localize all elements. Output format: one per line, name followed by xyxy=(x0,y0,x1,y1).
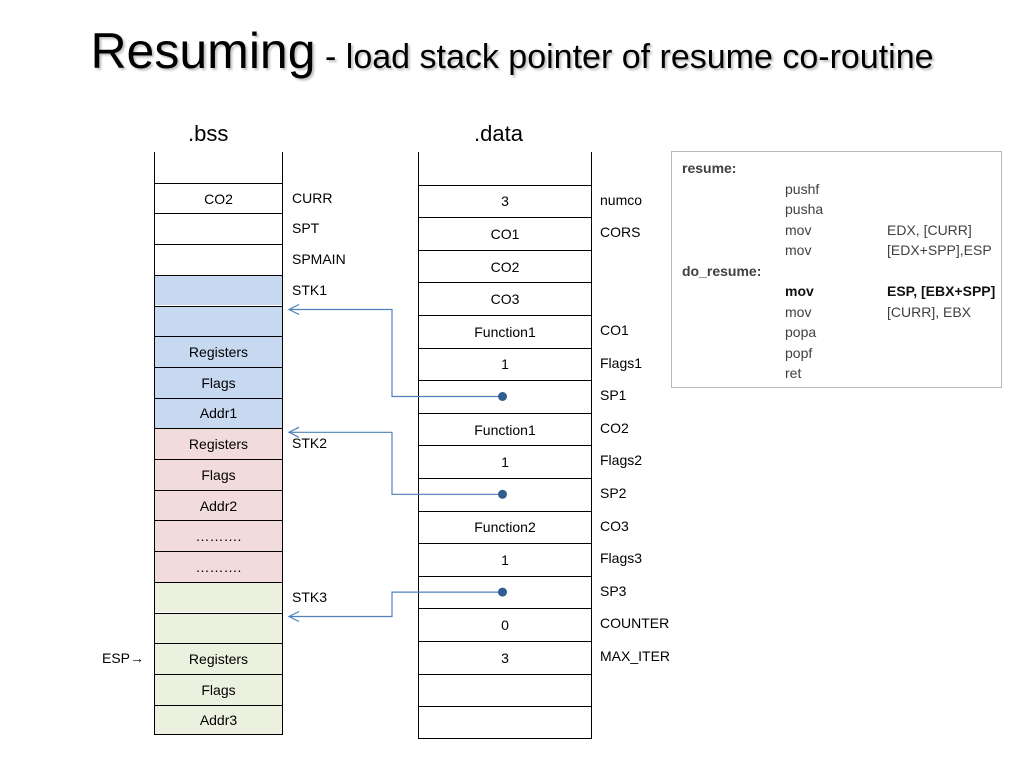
code-op: mov xyxy=(785,221,812,238)
bss-cell: ………. xyxy=(155,520,282,552)
pointer-dot xyxy=(498,489,507,499)
pointer-arrow xyxy=(290,591,503,618)
code-arg: [EDX+SPP],ESP xyxy=(887,242,992,258)
bss-cell: Addr3 xyxy=(155,704,282,736)
bss-border-right xyxy=(282,152,283,736)
pointer-arrow xyxy=(290,308,503,398)
title-subtitle: - load stack pointer of resume co-routin… xyxy=(315,38,934,76)
code-op: mov xyxy=(785,242,812,258)
bss-cell: CO2 xyxy=(155,182,282,214)
data-cell: 1 xyxy=(419,347,591,381)
code-op: popa xyxy=(785,324,817,340)
data-cell xyxy=(419,706,591,739)
data-label-co3: CO3 xyxy=(600,517,629,534)
bss-cell: Flags xyxy=(155,673,282,705)
bss-cell xyxy=(155,213,282,245)
code-arg: EDX, [CURR] xyxy=(887,221,972,238)
bss-cell xyxy=(155,612,282,644)
data-label-flags2: Flags2 xyxy=(600,452,643,469)
bss-cell xyxy=(155,305,282,337)
code-op: pushf xyxy=(785,180,820,197)
code-op: mov xyxy=(785,283,814,299)
data-cell xyxy=(419,380,591,413)
bss-label-stk1: STK1 xyxy=(292,281,328,298)
data-label-co1: CO1 xyxy=(600,322,629,338)
data-cell: 1 xyxy=(419,543,591,576)
code-op: mov xyxy=(785,303,812,320)
data-label-sp1: SP1 xyxy=(600,387,627,404)
code-op: ret xyxy=(785,365,802,381)
data-cell: Function2 xyxy=(419,510,591,544)
bss-label-curr: CURR xyxy=(292,189,333,206)
code-arg: [CURR], EBX xyxy=(887,303,972,320)
slide-title: Resuming - load stack pointer of resume … xyxy=(0,22,1024,80)
bss-cell xyxy=(155,152,282,183)
code-op: pusha xyxy=(785,201,824,217)
bss-border-left xyxy=(154,152,155,736)
code-label: do_resume: xyxy=(682,262,762,279)
data-cell: 1 xyxy=(419,445,591,478)
pointer-dot xyxy=(498,587,507,597)
bss-cell: Addr1 xyxy=(155,397,282,429)
data-cell xyxy=(419,575,591,609)
data-label-numco: numco xyxy=(600,191,643,208)
data-label-max-iter: MAX_ITER xyxy=(600,648,671,664)
code-op: popf xyxy=(785,344,813,361)
data-label-sp2: SP2 xyxy=(600,485,627,501)
data-cell: CO2 xyxy=(419,249,591,283)
arrowhead-icon xyxy=(287,303,300,316)
bss-label-stk3: STK3 xyxy=(292,588,328,605)
data-cell: 0 xyxy=(419,608,591,641)
data-label-sp3: SP3 xyxy=(600,582,627,599)
bss-cell: ………. xyxy=(155,551,282,582)
data-cell xyxy=(419,478,591,511)
pointer-dot xyxy=(498,392,507,401)
data-cell: 3 xyxy=(419,641,591,674)
bss-cell: Flags xyxy=(155,366,282,398)
data-cell: CO3 xyxy=(419,282,591,315)
bss-cell: Registers xyxy=(155,336,282,367)
bss-cell xyxy=(155,244,282,275)
data-label-flags3: Flags3 xyxy=(600,550,643,567)
data-label-co2: CO2 xyxy=(600,419,629,436)
arrowhead-icon xyxy=(287,426,300,438)
pointer-arrow xyxy=(290,431,503,495)
data-cell: Function1 xyxy=(419,412,591,446)
data-cell: CO1 xyxy=(419,217,591,250)
data-border-right xyxy=(591,152,592,739)
bss-cell xyxy=(155,274,282,306)
bss-cell: Registers xyxy=(155,643,282,674)
bss-cell: Flags xyxy=(155,459,282,490)
title-main: Resuming xyxy=(90,23,316,79)
code-listing: resume: pushf pusha mov EDX, [CURR] mov [EDX+S… xyxy=(671,151,1002,388)
data-label-counter: COUNTER xyxy=(600,615,670,632)
code-label: resume: xyxy=(682,160,737,176)
data-border-left xyxy=(418,152,419,739)
data-cell: Function1 xyxy=(419,315,591,348)
data-label-cors: CORS xyxy=(600,224,641,241)
bss-label-spmain: SPMAIN xyxy=(292,251,346,268)
bss-label-spt: SPT xyxy=(292,220,320,237)
code-arg: ESP, [EBX+SPP] xyxy=(887,283,996,299)
data-heading: .data xyxy=(474,121,523,146)
bss-cell: Registers xyxy=(155,428,282,459)
data-cell xyxy=(419,673,591,707)
data-cell: 3 xyxy=(419,184,591,218)
bss-heading: .bss xyxy=(188,121,229,146)
data-label-flags1: Flags1 xyxy=(600,354,643,371)
bss-label-stk2: STK2 xyxy=(292,435,328,452)
esp-pointer-label: ESP→ xyxy=(102,650,145,667)
arrowhead-icon xyxy=(287,610,300,623)
bss-cell xyxy=(155,581,282,613)
bss-cell: Addr2 xyxy=(155,489,282,521)
